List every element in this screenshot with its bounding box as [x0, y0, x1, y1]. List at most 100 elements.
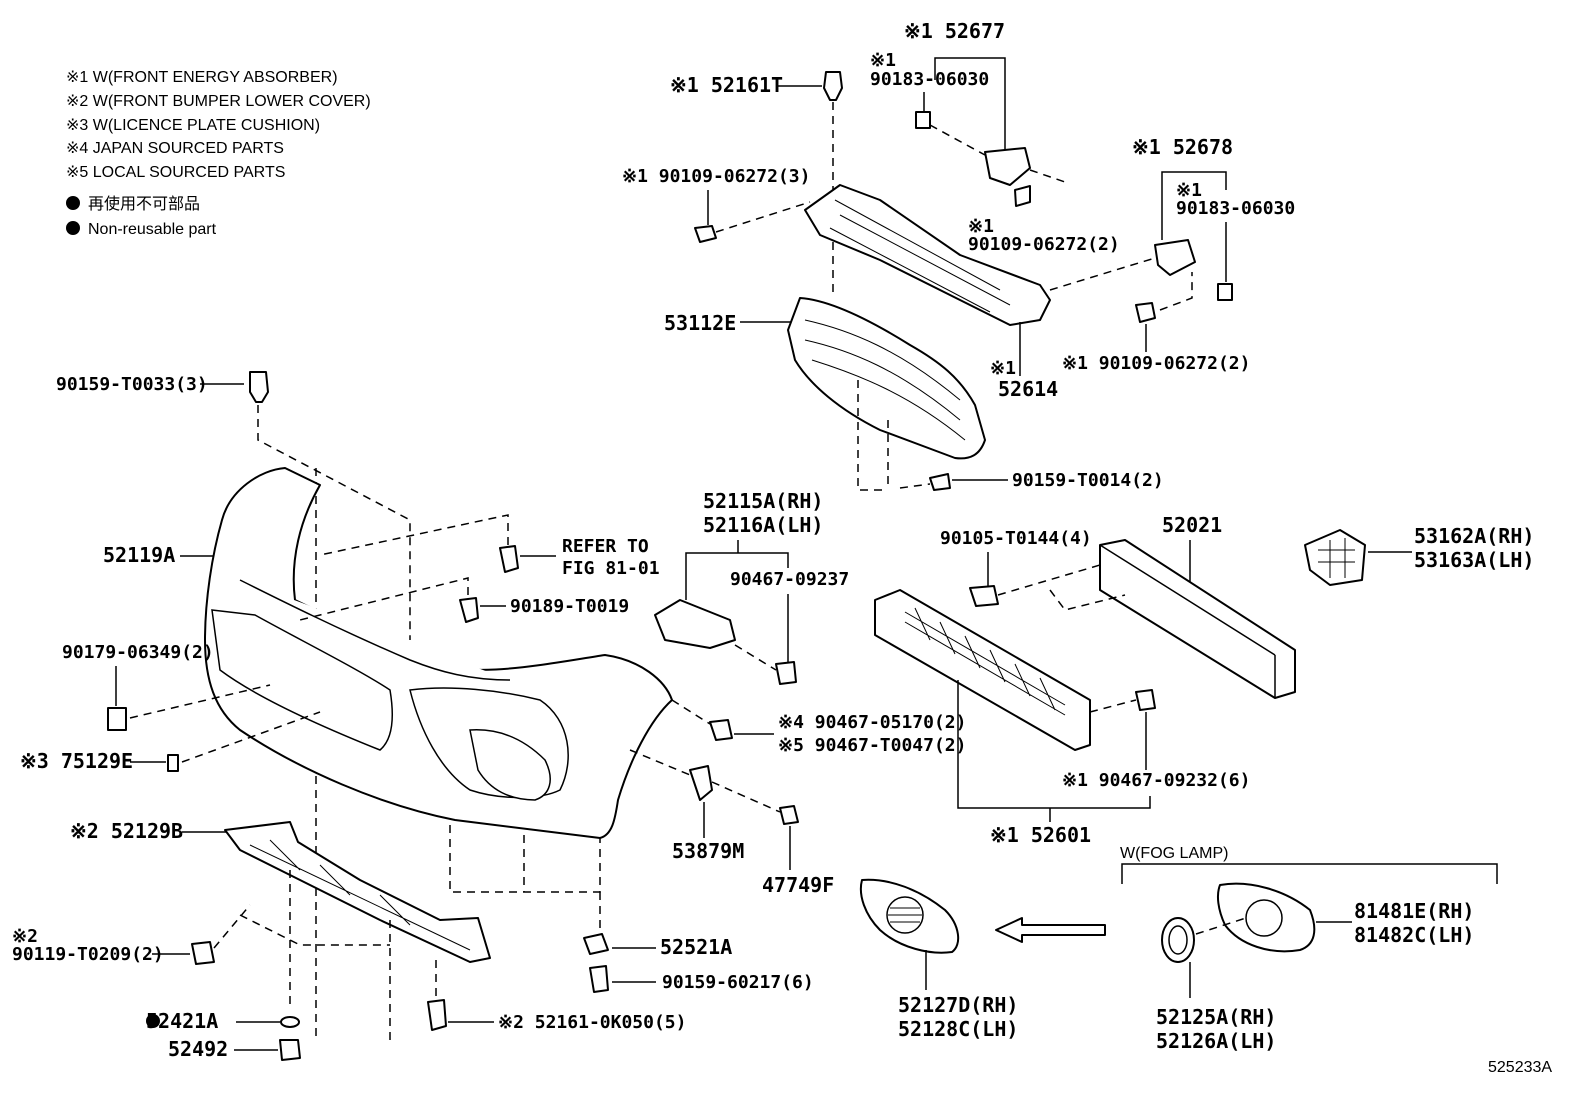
screw-icon [779, 805, 799, 825]
retainer-53879M [689, 765, 713, 801]
clip-nut-icon [915, 111, 931, 129]
label-90183-a: 90183-06030 [870, 69, 989, 90]
label-90119-mark: ※2 [12, 926, 38, 947]
retainer-grid [1318, 538, 1355, 578]
bolt-icon [969, 585, 999, 607]
lower-cover-ribs [249, 839, 471, 951]
guide-line [319, 514, 509, 556]
label-52614: 52614 [998, 377, 1058, 401]
guide-line [734, 644, 777, 671]
leader-52115A [685, 552, 789, 600]
label-53879M: 53879M [672, 839, 744, 863]
label-52129B: ※2 52129B [70, 819, 183, 843]
guide-line [711, 781, 781, 813]
bracket-52678 [1154, 239, 1196, 276]
label-52601: ※1 52601 [990, 823, 1091, 847]
arrow-left-icon [995, 917, 1106, 943]
nut-icon [107, 707, 127, 731]
legend: ※1 W(FRONT ENERGY ABSORBER) ※2 W(FRONT B… [66, 69, 371, 238]
guide-line [1159, 272, 1193, 311]
clip-52161T-icon [823, 71, 843, 101]
nonreusable-dot-icon [146, 1014, 160, 1028]
guide-line [1195, 917, 1247, 935]
upper-grille-52614 [804, 184, 1051, 326]
label-90467-09237: 90467-09237 [730, 569, 849, 590]
washer-icon [280, 1016, 300, 1028]
guide-line [715, 201, 811, 233]
reinforcement-edge [1099, 544, 1276, 656]
bolt-icon [1135, 302, 1156, 323]
bumper-cover-group: 90159-T0033(3) 52119A REFER TO FIG 81-01… [20, 371, 966, 1040]
label-refer-2: FIG 81-01 [562, 558, 660, 579]
legend-note-4: ※4 JAPAN SOURCED PARTS [66, 140, 284, 157]
bolt-icon [191, 941, 215, 965]
label-52127D: 52127D(RH) [898, 993, 1018, 1017]
label-81482C: 81482C(LH) [1354, 923, 1474, 947]
label-90467-09232: ※1 90467-09232(6) [1062, 770, 1250, 791]
figure-code: 525233A [1488, 1059, 1552, 1076]
label-90189: 90189-T0019 [510, 596, 629, 617]
nut-icon [279, 1039, 301, 1061]
label-90183-b: 90183-06030 [1176, 198, 1295, 219]
guide-line [213, 904, 251, 949]
legend-note-5: ※5 LOCAL SOURCED PARTS [66, 164, 285, 181]
clip-icon [775, 661, 797, 685]
label-52119A: 52119A [103, 543, 175, 567]
guide-line [671, 699, 711, 725]
label-47749F: 47749F [762, 873, 834, 897]
guide-line [1089, 699, 1137, 713]
label-52677: ※1 52677 [904, 19, 1005, 43]
label-90105: 90105-T0144(4) [940, 528, 1092, 549]
label-52678: ※1 52678 [1132, 135, 1233, 159]
guide-line [449, 825, 601, 893]
bracket-52677 [984, 147, 1031, 186]
screw-icon [929, 473, 951, 491]
guide-line [899, 483, 931, 489]
guide-line [629, 749, 691, 776]
legend-nonreusable-en: Non-reusable part [88, 221, 217, 238]
bolt-icon [1014, 185, 1031, 207]
label-90467-05170: ※4 90467-05170(2) [778, 712, 966, 733]
leader-52678 [1161, 171, 1227, 240]
clip-nut-icon [1217, 283, 1233, 301]
label-90183-b-mark: ※1 [1176, 180, 1202, 201]
label-90159-T0014: 90159-T0014(2) [1012, 470, 1164, 491]
legend-note-1: ※1 W(FRONT ENERGY ABSORBER) [66, 69, 338, 86]
absorber-ribs [904, 607, 1066, 716]
label-52128C: 52128C(LH) [898, 1017, 1018, 1041]
label-90109-2b: ※1 90109-06272(2) [1062, 353, 1250, 374]
label-52125A: 52125A(RH) [1156, 1005, 1276, 1029]
fog-bracket [1121, 863, 1498, 884]
clip-icon [709, 719, 733, 741]
clip-icon [1135, 689, 1156, 711]
guide-line [997, 564, 1101, 596]
label-53162A: 53162A(RH) [1414, 524, 1534, 548]
label-52161-0K050: ※2 52161-0K050(5) [498, 1012, 686, 1033]
fog-cover-ring [1245, 899, 1283, 937]
retainer-53162A [1304, 529, 1366, 586]
label-52116A: 52116A(LH) [703, 513, 823, 537]
label-90109-3: ※1 90109-06272(3) [622, 166, 810, 187]
fog-cover-slats [888, 907, 922, 923]
label-53163A: 53163A(LH) [1414, 548, 1534, 572]
side-bracket-group: 52115A(RH) 52116A(LH) 90467-09237 53879M… [629, 489, 849, 897]
guide-line [929, 124, 986, 156]
label-refer-1: REFER TO [562, 536, 649, 557]
lower-cover-group: ※2 52129B ※2 90119-T0209(2) 52421A 52492… [12, 819, 814, 1061]
label-90119: 90119-T0209(2) [12, 944, 164, 965]
leader-52677 [934, 57, 1006, 152]
label-90159-T0033: 90159-T0033(3) [56, 374, 208, 395]
fog-lamp-opening [469, 729, 551, 801]
reinforcement-52021 [1099, 539, 1296, 699]
label-52161T: ※1 52161T [670, 73, 783, 97]
leader-52601 [957, 680, 1151, 809]
reinforcement-group: 52021 90105-T0144(4) ※1 90467-09232(6) ※… [874, 513, 1534, 847]
label-75129E: ※3 75129E [20, 749, 133, 773]
guide-line [299, 577, 469, 621]
label-52492: 52492 [168, 1037, 228, 1061]
label-90109-2a: 90109-06272(2) [968, 234, 1120, 255]
nonreusable-dot-icon [66, 196, 80, 210]
nonreusable-dot-icon [66, 221, 80, 235]
upper-grille-assembly: ※1 52677 ※1 90183-06030 ※1 52161T ※1 901… [622, 19, 1295, 401]
clip-icon [583, 933, 609, 955]
